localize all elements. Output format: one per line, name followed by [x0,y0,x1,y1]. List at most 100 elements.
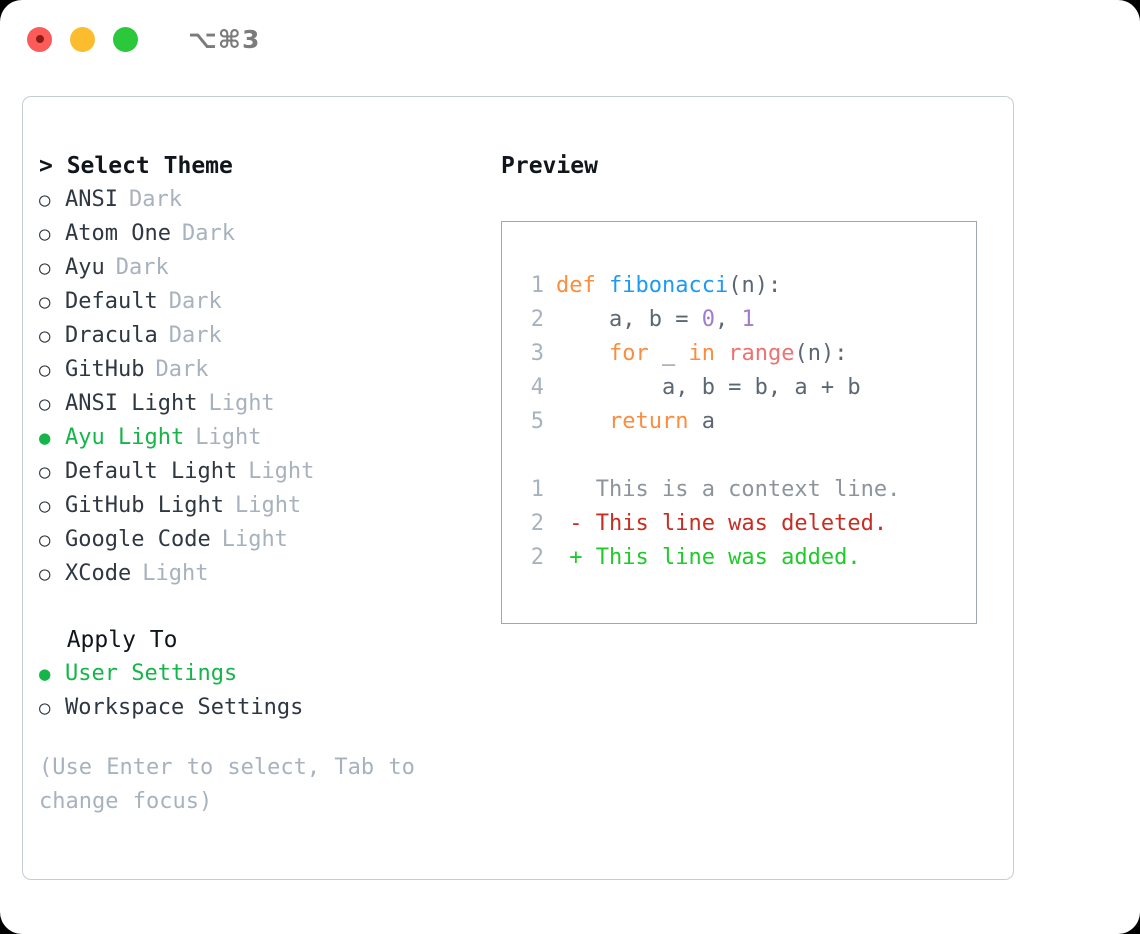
option-tag: Dark [128,187,182,212]
option-label: ANSI Light [65,391,198,416]
code-line-0: 1 def fibonacci(n): [520,269,976,303]
code-token: (n): [728,273,782,298]
line-number: 3 [530,341,544,366]
option-label: Workspace Settings [65,695,304,720]
title-bar: ⌥⌘3 [0,0,1140,78]
code-token: - This line was deleted. [556,511,888,536]
code-line-4: 5 return a [520,405,976,439]
radio-unselected-icon: ○ [39,529,51,551]
code-token: for [608,341,649,366]
code-token: a [688,409,715,434]
option-tag: Light [221,527,288,552]
code-token: , [714,307,742,332]
option-label: User Settings [65,661,238,686]
option-label: GitHub [65,357,145,382]
code-token [715,341,728,366]
diff-line-0: 1 This is a context line. [520,473,976,507]
code-token: + This line was added. [556,545,861,570]
code-token: in [688,341,715,366]
code-token: a, b = [556,307,702,332]
radio-unselected-icon: ○ [39,461,51,483]
option-label: Dracula [65,323,158,348]
option-tag: Dark [115,255,169,280]
option-tag: Dark [168,323,222,348]
code-token: 1 [741,307,755,332]
option-tag: Dark [155,357,209,382]
theme-option-4[interactable]: ○ Dracula Dark [39,319,489,353]
option-tag: Light [234,493,302,518]
preview-gap [520,439,976,473]
code-line-2: 3 for _ in range(n): [520,337,976,371]
line-number: 2 [530,307,544,332]
apply-to-heading: Apply To [39,627,178,653]
theme-option-5[interactable]: ○ GitHub Dark [39,353,489,387]
radio-unselected-icon: ○ [39,257,51,279]
code-token [556,409,609,434]
theme-option-7[interactable]: ● Ayu Light Light [39,421,489,455]
keyboard-shortcut-label: ⌥⌘3 [188,24,261,54]
preview-diff-lines: 1 This is a context line.2 - This line w… [520,473,976,575]
line-number: 1 [530,273,544,298]
preview-heading: Preview [501,153,598,179]
option-label: XCode [65,561,132,586]
zoom-button[interactable] [113,26,138,52]
apply-option-0[interactable]: ● User Settings [39,657,489,691]
line-number: 2 [530,545,544,570]
code-token: return [608,409,689,434]
code-line-3: 4 a, b = b, a + b [520,371,976,405]
theme-option-3[interactable]: ○ Default Dark [39,285,489,319]
minimize-button[interactable] [70,26,95,52]
theme-option-8[interactable]: ○ Default Light Light [39,455,489,489]
line-number: 1 [530,477,544,502]
diff-line-1: 2 - This line was deleted. [520,507,976,541]
radio-unselected-icon: ○ [39,697,51,719]
radio-unselected-icon: ○ [39,359,51,381]
hint-spacer [39,725,489,751]
line-number: 5 [530,409,544,434]
option-tag: Light [195,425,262,450]
theme-option-9[interactable]: ○ GitHub Light Light [39,489,489,523]
option-tag: Light [248,459,315,484]
option-label: Default [65,289,158,314]
code-line-1: 2 a, b = 0, 1 [520,303,976,337]
radio-unselected-icon: ○ [39,325,51,347]
code-token: (n): [794,341,848,366]
apply-option-1[interactable]: ○ Workspace Settings [39,691,489,725]
diff-line-2: 2 + This line was added. [520,541,976,575]
option-label: Ayu Light [65,425,185,450]
theme-option-2[interactable]: ○ Ayu Dark [39,251,489,285]
option-label: GitHub Light [65,493,224,518]
apply-to-option-list: ● User Settings ○ Workspace Settings [39,657,489,725]
radio-unselected-icon: ○ [39,495,51,517]
radio-selected-icon: ● [39,663,51,685]
option-label: Default Light [65,459,238,484]
option-label: Atom One [65,221,171,246]
code-token: a, b = b, a + b [556,375,861,400]
radio-unselected-icon: ○ [39,291,51,313]
option-tag: Light [208,391,275,416]
close-button[interactable] [27,26,52,52]
option-tag: Dark [181,221,235,246]
radio-unselected-icon: ○ [39,393,51,415]
code-token: def [556,273,609,298]
theme-option-6[interactable]: ○ ANSI Light Light [39,387,489,421]
option-label: ANSI [65,187,118,212]
window-controls [27,26,138,52]
code-token [556,341,609,366]
radio-selected-icon: ● [39,427,51,449]
code-token: fibonacci [608,273,729,298]
code-token: 0 [701,307,715,332]
option-tag: Dark [168,289,222,314]
option-label: Ayu [65,255,105,280]
code-token: This is a context line. [556,477,901,502]
